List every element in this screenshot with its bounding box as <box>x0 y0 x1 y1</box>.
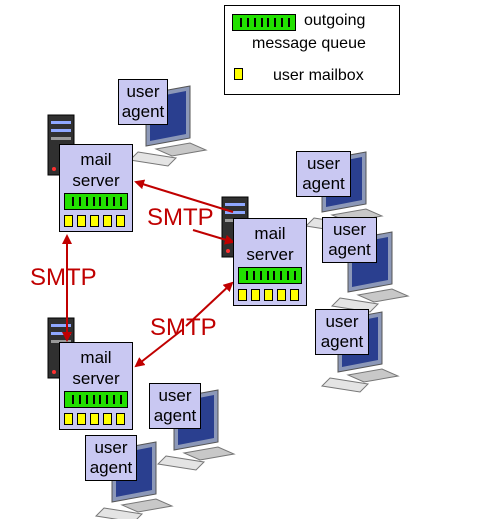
legend-queue-swatch <box>232 14 296 31</box>
mail-server-right: mail server <box>233 218 307 306</box>
queue-message-mark <box>280 271 282 280</box>
smtp-label: SMTP <box>150 314 217 341</box>
queue-message-mark <box>274 18 276 27</box>
mail-server-label: server <box>72 171 120 190</box>
legend-queue-label-2: message queue <box>252 35 366 52</box>
queue-message-mark <box>246 271 248 280</box>
user-agent-label: agent <box>328 240 371 259</box>
queue-message-mark <box>86 395 88 404</box>
user-agent-label: agent <box>153 406 197 425</box>
user-agent-5: user agent <box>149 383 201 429</box>
queue-message-mark <box>113 197 115 206</box>
queue-message-mark <box>281 18 283 27</box>
smtp-label: SMTP <box>30 264 97 291</box>
queue-message-mark <box>86 197 88 206</box>
user-mailbox <box>103 215 112 227</box>
smtp-label: SMTP <box>147 204 214 231</box>
user-agent-label: user <box>126 82 160 101</box>
user-mailbox <box>238 289 247 301</box>
user-mailbox <box>116 215 125 227</box>
queue-message-mark <box>288 18 290 27</box>
user-agent-label: agent <box>320 332 364 351</box>
mail-server-label: mail <box>80 150 112 169</box>
queue-message-mark <box>273 271 275 280</box>
legend-mailbox-label: user mailbox <box>273 67 364 84</box>
queue-message-mark <box>113 395 115 404</box>
legend: outgoing message queue user mailbox <box>224 5 400 95</box>
user-mailbox <box>77 215 86 227</box>
user-mailbox <box>103 413 112 425</box>
queue-message-mark <box>79 395 81 404</box>
queue-message-mark <box>99 197 101 206</box>
queue-message-mark <box>294 271 296 280</box>
mail-server-label: server <box>72 369 120 388</box>
user-mailbox <box>64 413 73 425</box>
outgoing-message-queue <box>64 391 128 408</box>
user-agent-4: user agent <box>315 309 369 355</box>
user-agent-2: user agent <box>296 151 351 197</box>
smtp-arrow-to-right-server <box>185 281 234 327</box>
outgoing-message-queue <box>238 267 302 284</box>
queue-message-mark <box>106 197 108 206</box>
user-mailbox <box>277 289 286 301</box>
user-agent-label: user <box>94 438 128 457</box>
queue-message-mark <box>93 395 95 404</box>
queue-message-mark <box>247 18 249 27</box>
queue-message-mark <box>267 18 269 27</box>
mail-server-top: mail server <box>59 144 133 232</box>
queue-message-mark <box>267 271 269 280</box>
legend-queue-label: outgoing <box>304 12 366 29</box>
queue-message-mark <box>240 18 242 27</box>
queue-message-mark <box>99 395 101 404</box>
user-mailbox <box>290 289 299 301</box>
user-mailbox <box>264 289 273 301</box>
smtp-arrow-to-right-server <box>192 229 235 245</box>
queue-message-mark <box>72 395 74 404</box>
mail-server-bottom: mail server <box>59 342 133 430</box>
smtp-arrow-to-bottom-server <box>134 329 183 368</box>
queue-message-mark <box>254 18 256 27</box>
user-mailbox <box>251 289 260 301</box>
legend-mailbox-swatch <box>234 68 243 80</box>
queue-message-mark <box>253 271 255 280</box>
queue-message-mark <box>120 395 122 404</box>
queue-message-mark <box>72 197 74 206</box>
user-agent-6: user agent <box>85 435 137 481</box>
queue-message-mark <box>287 271 289 280</box>
user-mailbox <box>90 413 99 425</box>
queue-message-mark <box>79 197 81 206</box>
queue-message-mark <box>93 197 95 206</box>
user-agent-label: user <box>332 220 367 239</box>
user-agent-1: user agent <box>118 79 168 125</box>
user-agent-3: user agent <box>322 217 377 263</box>
queue-message-mark <box>260 271 262 280</box>
user-mailbox <box>77 413 86 425</box>
user-mailbox <box>64 215 73 227</box>
outgoing-message-queue <box>64 193 128 210</box>
user-agent-label: user <box>158 386 192 405</box>
user-mailbox <box>116 413 125 425</box>
queue-message-mark <box>120 197 122 206</box>
mail-server-label: mail <box>254 224 286 243</box>
queue-message-mark <box>261 18 263 27</box>
mail-server-label: mail <box>80 348 112 367</box>
mail-server-label: server <box>246 245 294 264</box>
user-agent-label: agent <box>302 174 345 193</box>
user-agent-label: agent <box>89 458 133 477</box>
smtp-arrow-to-top-server <box>134 179 234 213</box>
user-agent-label: user <box>306 154 341 173</box>
user-agent-label: agent <box>121 102 165 121</box>
queue-message-mark <box>106 395 108 404</box>
user-mailbox <box>90 215 99 227</box>
user-agent-label: user <box>325 312 359 331</box>
